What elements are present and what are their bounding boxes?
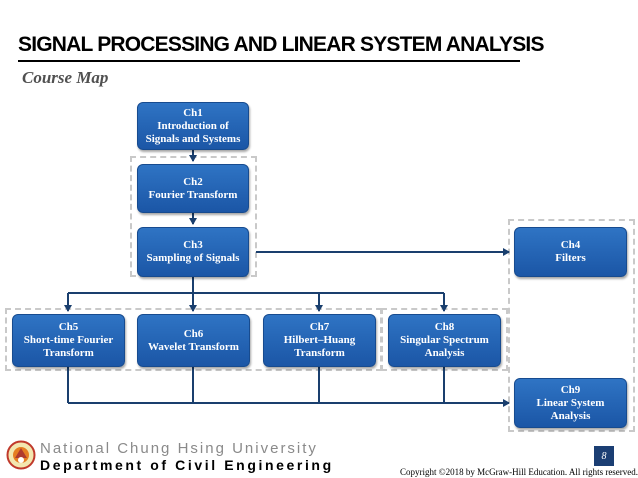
ch2-box: Ch2 Fourier Transform bbox=[137, 164, 249, 213]
ch6-number: Ch6 bbox=[183, 327, 204, 340]
ch9-line2: Analysis bbox=[550, 409, 591, 422]
ch3-line1: Sampling of Signals bbox=[146, 252, 240, 264]
slide-subtitle: Course Map bbox=[22, 68, 109, 87]
ch9-line1: Linear System bbox=[536, 396, 605, 409]
ch4-box: Ch4 Filters bbox=[514, 227, 627, 277]
ch5-line2: Transform bbox=[43, 347, 94, 359]
ch8-line1: Singular Spectrum bbox=[400, 334, 489, 346]
ch7-line2: Transform bbox=[294, 347, 345, 359]
ch3-number: Ch3 bbox=[183, 239, 203, 251]
ch5-number: Ch5 bbox=[58, 321, 79, 333]
university-logo-icon bbox=[6, 440, 36, 470]
ch8-number: Ch8 bbox=[434, 321, 455, 333]
department-name: Department of Civil Engineering bbox=[40, 457, 334, 473]
ch7-box: Ch7 Hilbert–Huang Transform bbox=[263, 314, 376, 367]
ch6-box: Ch6 Wavelet Transform bbox=[137, 314, 250, 367]
ch8-line2: Analysis bbox=[424, 347, 465, 359]
slide-title: SIGNAL PROCESSING AND LINEAR SYSTEM ANAL… bbox=[18, 33, 544, 56]
ch1-line1: Introduction of bbox=[157, 119, 229, 132]
ch2-line1: Fourier Transform bbox=[148, 188, 238, 201]
ch7-line1: Hilbert–Huang bbox=[283, 334, 356, 346]
title-rule bbox=[18, 60, 520, 62]
ch2-number: Ch2 bbox=[183, 175, 203, 188]
ch1-box: Ch1 Introduction of Signals and Systems bbox=[137, 102, 249, 150]
ch1-number: Ch1 bbox=[183, 106, 203, 119]
ch6-line1: Wavelet Transform bbox=[148, 340, 239, 353]
university-name: National Chung Hsing University bbox=[40, 440, 318, 457]
ch5-box: Ch5 Short-time Fourier Transform bbox=[12, 314, 125, 367]
ch7-number: Ch7 bbox=[309, 321, 330, 333]
copyright-notice: Copyright ©2018 by McGraw-Hill Education… bbox=[400, 467, 638, 477]
ch8-box: Ch8 Singular Spectrum Analysis bbox=[388, 314, 501, 367]
ch1-line2: Signals and Systems bbox=[145, 132, 241, 145]
ch3-box: Ch3 Sampling of Signals bbox=[137, 227, 249, 277]
ch9-box: Ch9 Linear System Analysis bbox=[514, 378, 627, 428]
ch4-line1: Filters bbox=[555, 252, 586, 264]
page-number: 8 bbox=[594, 446, 614, 466]
ch9-number: Ch9 bbox=[560, 383, 581, 396]
ch4-number: Ch4 bbox=[560, 239, 581, 251]
group-frame-ch4-ch9 bbox=[508, 219, 635, 432]
ch5-line1: Short-time Fourier bbox=[23, 334, 114, 346]
